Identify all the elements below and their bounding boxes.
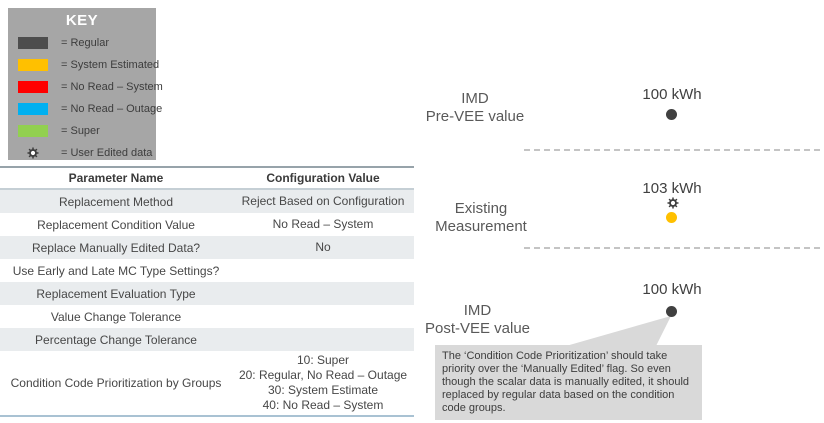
param-name-cell: Use Early and Late MC Type Settings?: [12, 263, 220, 278]
key-item-label: = User Edited data: [61, 147, 153, 159]
table-header-row: Parameter Name Configuration Value: [0, 168, 414, 190]
table-row: Value Change Tolerance: [0, 305, 414, 328]
value-post-vee-kwh: 100 kWh: [642, 281, 702, 298]
post-vee-dot: [666, 306, 677, 317]
label-imd-post-vee: IMD Post-VEE value: [424, 302, 531, 337]
param-name-cell: Replacement Evaluation Type: [36, 286, 196, 301]
key-item-label: = No Read – System: [61, 81, 163, 93]
value-pre-vee-kwh: 100 kWh: [642, 86, 702, 103]
key-legend: KEY = Regular = System Estimated = No Re…: [8, 8, 163, 160]
param-value-cell: [232, 292, 414, 296]
key-item-regular: = Regular: [8, 32, 156, 54]
param-value-cell: 10: Super 20: Regular, No Read – Outage …: [238, 353, 408, 412]
value-existing-kwh: 103 kWh: [642, 180, 702, 197]
key-item-user-edited: = User Edited data: [8, 142, 156, 164]
no-read-system-swatch: [18, 81, 48, 93]
key-item-super: = User Edited data = Super: [8, 120, 156, 142]
label-existing-measurement: Existing Measurement: [435, 200, 527, 235]
param-name-cell: Replace Manually Edited Data?: [31, 240, 201, 255]
column-header-parameter-name: Parameter Name: [68, 171, 164, 185]
param-name-cell: Replacement Condition Value: [37, 217, 195, 232]
system-estimated-swatch: [18, 59, 48, 71]
existing-measurement-dot: [666, 212, 677, 223]
pre-vee-dot: [666, 109, 677, 120]
regular-swatch: [18, 37, 48, 49]
key-item-no-read-system: = No Read – System: [8, 76, 163, 98]
key-item-system-estimated: = System Estimated: [8, 54, 160, 76]
gear-icon: [18, 147, 48, 159]
divider-dashed-line: [524, 149, 822, 151]
label-imd-pre-vee: IMD Pre-VEE value: [425, 90, 525, 125]
param-name-cell: Value Change Tolerance: [50, 309, 182, 324]
param-value-cell: Reject Based on Configuration: [241, 194, 405, 208]
table-row: Replace Manually Edited Data? No: [0, 236, 414, 259]
no-read-outage-swatch: [18, 103, 48, 115]
key-title: KEY: [65, 12, 99, 29]
key-item-no-read-outage: = No Read – Outage: [8, 98, 162, 120]
table-row: Percentage Change Tolerance: [0, 328, 414, 351]
column-header-configuration-value: Configuration Value: [266, 170, 380, 185]
param-name-cell: Condition Code Prioritization by Groups: [10, 376, 222, 390]
table-row: Replacement Evaluation Type: [0, 282, 414, 305]
super-swatch: [18, 125, 48, 137]
table-row: Condition Code Prioritization by Groups …: [0, 351, 414, 415]
param-name-cell: Replacement Method: [58, 194, 174, 209]
parameter-table: Parameter Name Configuration Value Repla…: [0, 166, 414, 417]
table-row: Replacement Condition Value No Read – Sy…: [0, 213, 414, 236]
callout-note: The ‘Condition Code Prioritization’ shou…: [435, 345, 702, 420]
key-item-label: = No Read – Outage: [61, 103, 163, 115]
table-row: Replacement Method Reject Based on Confi…: [0, 190, 414, 213]
param-value-cell: [232, 338, 414, 342]
param-value-cell: No: [315, 240, 331, 254]
divider-dashed-line: [524, 247, 822, 249]
key-item-label: = System Estimated: [61, 59, 160, 71]
param-value-cell: [232, 315, 414, 319]
param-value-cell: No Read – System: [272, 217, 374, 231]
table-row: Use Early and Late MC Type Settings?: [0, 259, 414, 282]
user-edited-gear-icon: [667, 197, 679, 209]
key-item-label: = Super: [61, 125, 100, 137]
param-value-cell: [232, 269, 414, 273]
key-item-label: = Regular: [61, 37, 110, 49]
param-name-cell: Percentage Change Tolerance: [35, 332, 197, 347]
